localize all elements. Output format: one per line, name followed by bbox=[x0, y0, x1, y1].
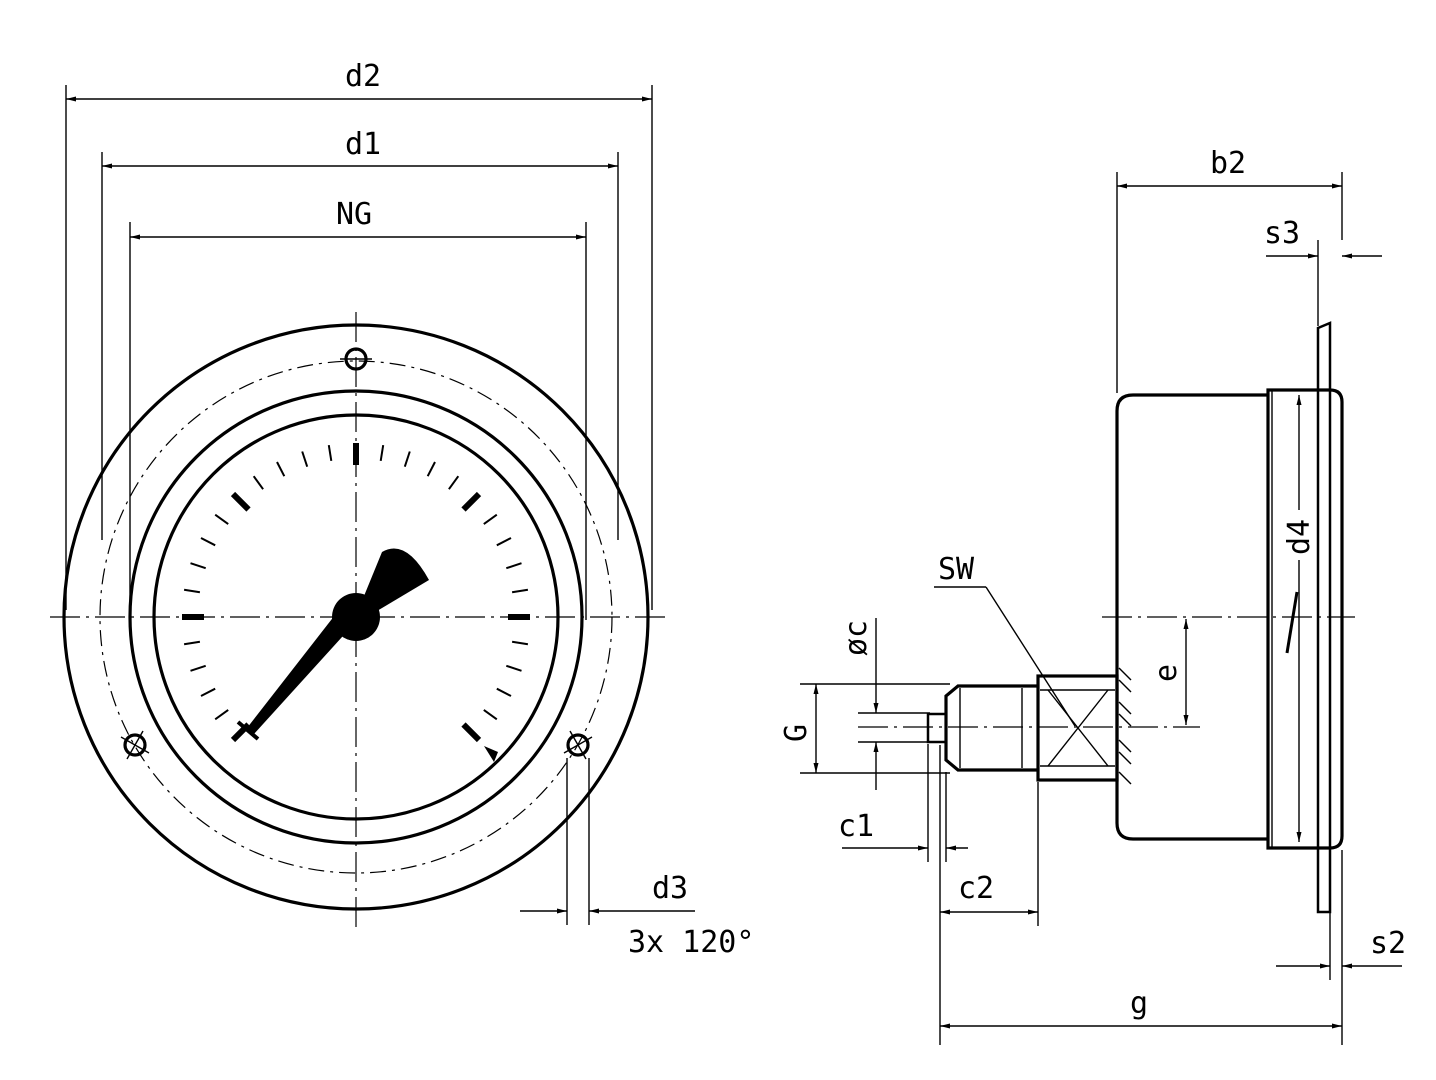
label-c2: c2 bbox=[958, 871, 994, 906]
hex-wrench-flats bbox=[1036, 674, 1119, 782]
dial-minor-tick bbox=[276, 461, 286, 477]
front-view bbox=[50, 312, 665, 928]
dial-minor-tick bbox=[190, 562, 207, 570]
label-d3: d3 bbox=[652, 871, 688, 906]
dial-minor-tick bbox=[252, 475, 264, 490]
dial-minor-tick bbox=[214, 709, 229, 721]
label-d1: d1 bbox=[345, 127, 381, 162]
dial-minor-tick bbox=[448, 475, 460, 490]
dial-minor-tick bbox=[496, 687, 512, 697]
dial-minor-tick bbox=[511, 588, 529, 594]
dial-minor-tick bbox=[301, 451, 309, 468]
mounting-hole-left bbox=[123, 733, 147, 757]
label-d2: d2 bbox=[345, 59, 381, 94]
mounting-hole-right bbox=[566, 733, 590, 757]
label-phi-c: øc bbox=[839, 620, 874, 656]
bezel-inner-ring bbox=[152, 413, 560, 821]
label-s2: s2 bbox=[1370, 926, 1406, 961]
front-dimensions: d2 d1 NG d3 3x 120° bbox=[65, 59, 754, 960]
label-b2: b2 bbox=[1210, 146, 1246, 181]
label-holes-3x120: 3x 120° bbox=[628, 925, 754, 960]
dial-end-stop-mark bbox=[484, 746, 498, 762]
pointer bbox=[236, 548, 429, 741]
dial-major-tick bbox=[230, 491, 251, 512]
label-c1: c1 bbox=[838, 809, 874, 844]
mounting-holes bbox=[120, 347, 593, 760]
dial-minor-tick bbox=[379, 444, 385, 462]
pointer-hub bbox=[332, 593, 380, 641]
dial-minor-tick bbox=[483, 513, 498, 525]
flange-outer-circle bbox=[62, 323, 650, 911]
label-s3: s3 bbox=[1264, 216, 1300, 251]
pointer-needle bbox=[247, 606, 352, 734]
pointer-tip-crossbar bbox=[236, 720, 260, 741]
dial-major-tick bbox=[461, 491, 482, 512]
dial-minor-tick bbox=[483, 709, 498, 721]
dial-minor-tick bbox=[403, 451, 411, 468]
bolt-circle bbox=[99, 360, 613, 874]
side-view: d4 SW b2 bbox=[779, 146, 1406, 1045]
dial-minor-tick bbox=[327, 444, 333, 462]
dial-minor-tick bbox=[496, 537, 512, 547]
weld-hatching bbox=[1118, 667, 1132, 785]
dial-minor-tick bbox=[183, 640, 201, 646]
dial-minor-tick bbox=[200, 537, 216, 547]
label-g-thread: G bbox=[779, 724, 814, 742]
bezel-ring-side bbox=[1266, 388, 1344, 850]
pressure-port-spigot bbox=[926, 712, 948, 744]
gauge-case bbox=[1115, 393, 1268, 841]
dial-minor-tick bbox=[505, 562, 522, 570]
label-d4: d4 bbox=[1282, 519, 1317, 555]
dial-minor-tick bbox=[190, 664, 207, 672]
label-e: e bbox=[1149, 664, 1184, 682]
dial-minor-tick bbox=[214, 513, 229, 525]
dial-minor-tick bbox=[505, 664, 522, 672]
dial-scale-ticks bbox=[182, 443, 530, 762]
dial-minor-tick bbox=[183, 588, 201, 594]
dial-minor-tick bbox=[200, 687, 216, 697]
label-ng: NG bbox=[336, 197, 372, 232]
label-sw: SW bbox=[938, 552, 975, 587]
dial-major-tick bbox=[461, 722, 482, 743]
dial-minor-tick bbox=[511, 640, 529, 646]
label-g: g bbox=[1130, 986, 1148, 1021]
window-glare-mark bbox=[1285, 591, 1299, 654]
dial-minor-tick bbox=[426, 461, 436, 477]
pointer-counterweight bbox=[364, 548, 429, 614]
